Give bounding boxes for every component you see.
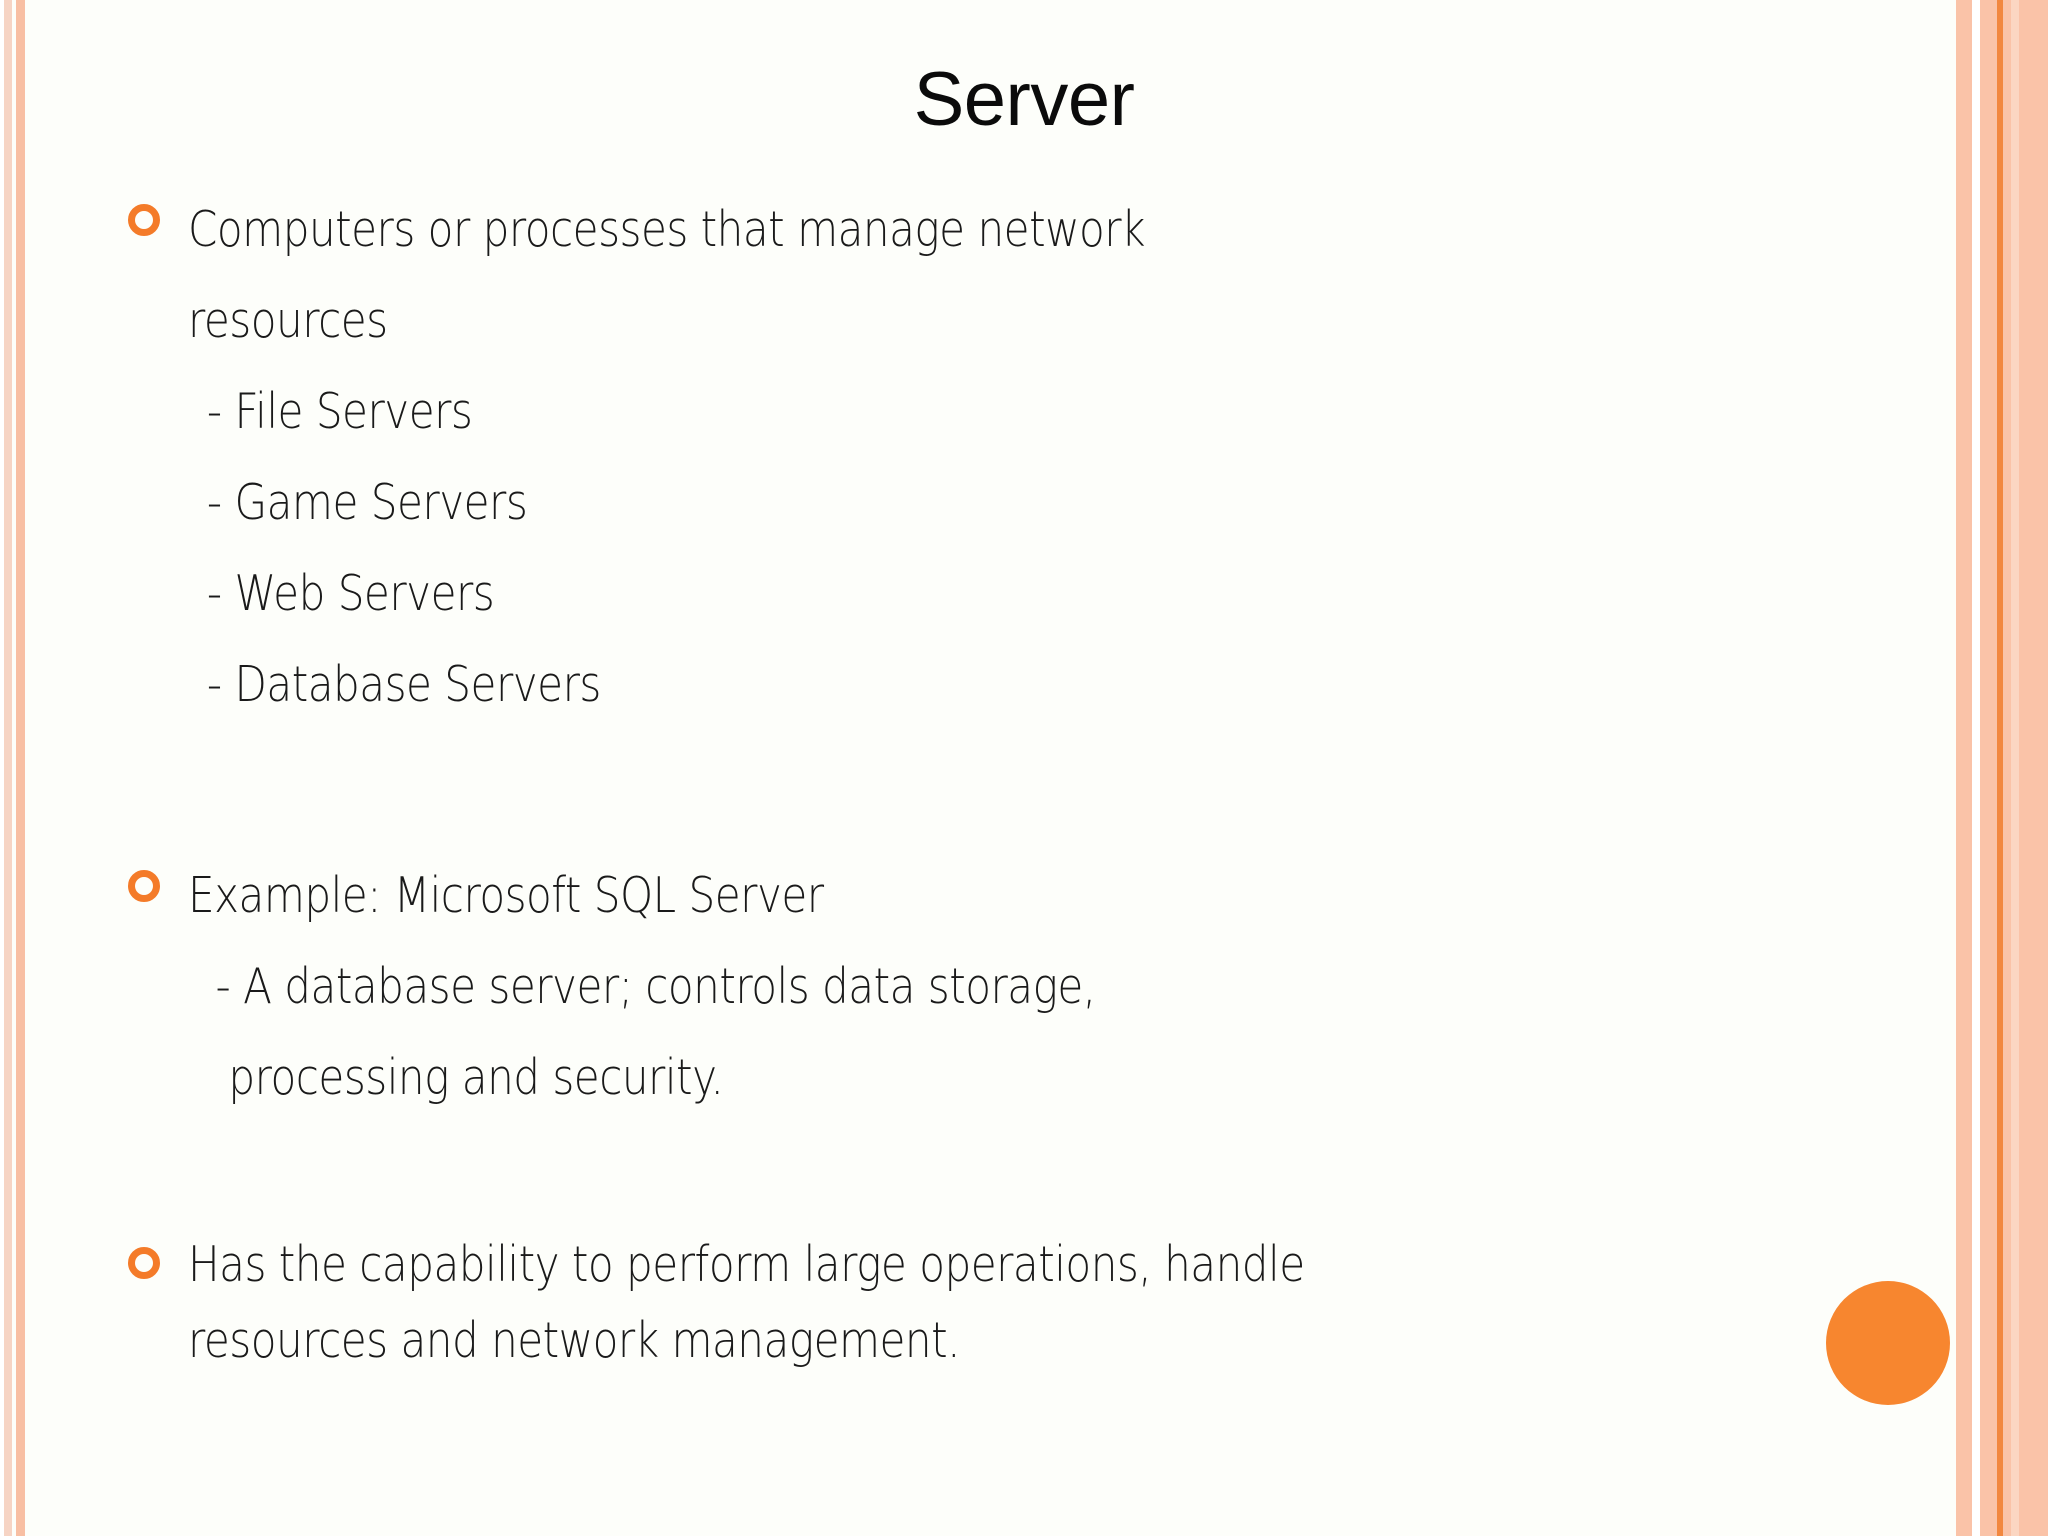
bullet-1-line-2: resources bbox=[188, 292, 388, 349]
bullet-1-line-6: - Database Servers bbox=[206, 656, 601, 713]
bullet-block-2: Example: Microsoft SQL Server - A databa… bbox=[120, 850, 1820, 1123]
left-stripe-peach-2 bbox=[16, 0, 25, 1536]
bullet-1-line-3: - File Servers bbox=[206, 383, 473, 440]
bullet-item-3: Has the capability to perform large oper… bbox=[120, 1227, 1820, 1379]
ring-bullet-icon bbox=[128, 870, 160, 902]
bullet-1-line-1: Computers or processes that manage netwo… bbox=[188, 201, 1146, 258]
right-stripe-peach-4 bbox=[2019, 0, 2048, 1536]
bullet-block-3: Has the capability to perform large oper… bbox=[120, 1227, 1820, 1379]
bullet-2-line-1: Example: Microsoft SQL Server bbox=[188, 867, 824, 924]
left-stripe-white-1 bbox=[0, 0, 4, 1536]
right-stripe-orange-line bbox=[1997, 0, 2003, 1536]
bullet-2-line-3: processing and security. bbox=[215, 1049, 724, 1106]
left-stripe-peach-1 bbox=[4, 0, 12, 1536]
bullet-block-1: Computers or processes that manage netwo… bbox=[120, 184, 1820, 730]
bullet-item-1: Computers or processes that manage netwo… bbox=[120, 184, 1820, 730]
ring-bullet-icon bbox=[128, 204, 160, 236]
bullet-3-line-1: Has the capability to perform large oper… bbox=[188, 1236, 1305, 1293]
block-spacer-2 bbox=[120, 1123, 1820, 1227]
slide-title: Server bbox=[913, 57, 1135, 142]
right-stripe-peach-2 bbox=[1980, 0, 1997, 1536]
left-stripe-white-2 bbox=[12, 0, 16, 1536]
bullet-1-line-5: - Web Servers bbox=[206, 565, 495, 622]
bullet-2-line-2: - A database server; controls data stora… bbox=[215, 958, 1097, 1015]
bullet-3-line-2: resources and network management. bbox=[188, 1312, 961, 1369]
block-spacer-1 bbox=[120, 730, 1820, 850]
right-stripe-peach-light bbox=[2011, 0, 2019, 1536]
right-stripe-peach-3 bbox=[2003, 0, 2011, 1536]
right-stripe-peach-1 bbox=[1956, 0, 1972, 1536]
orange-circle-decoration bbox=[1826, 1281, 1950, 1405]
slide-body: Computers or processes that manage netwo… bbox=[120, 184, 1820, 1379]
bullet-item-2: Example: Microsoft SQL Server - A databa… bbox=[120, 850, 1820, 1123]
bullet-1-line-4: - Game Servers bbox=[206, 474, 528, 531]
right-stripe-white-1 bbox=[1972, 0, 1980, 1536]
ring-bullet-icon bbox=[128, 1247, 160, 1279]
